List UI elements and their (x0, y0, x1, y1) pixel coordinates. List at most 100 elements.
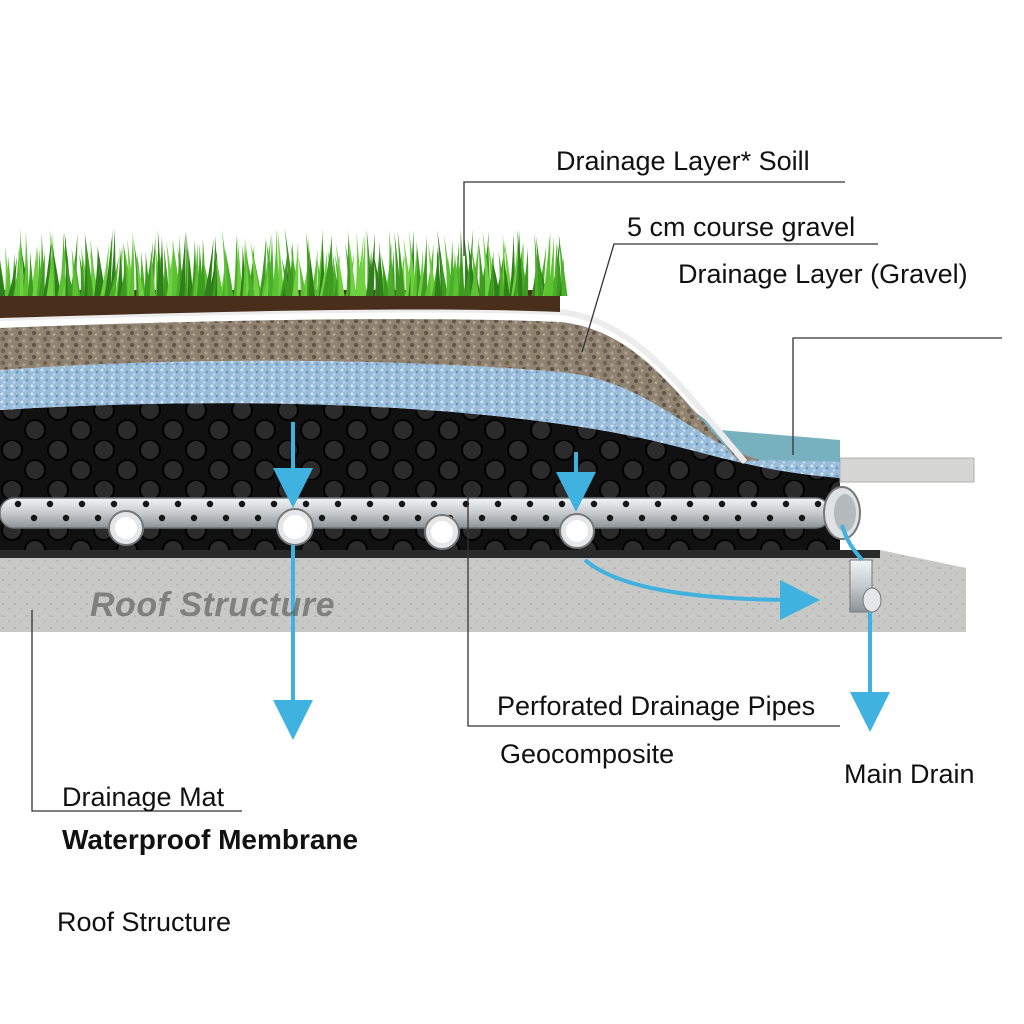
perforation-dot (142, 500, 150, 508)
grass-blade (166, 240, 175, 296)
grass-blade (244, 249, 255, 296)
perforation-dot (366, 500, 374, 508)
perforation-dot (542, 514, 550, 522)
grass-blade (236, 237, 243, 296)
grass-blade (247, 244, 255, 296)
perforation-dot (238, 500, 246, 508)
grass-blade (498, 251, 506, 296)
grass-blade (448, 256, 456, 296)
grass-blade (5, 255, 12, 296)
grass-blade (310, 249, 318, 296)
perforation-dot (718, 500, 726, 508)
grass-blade (250, 241, 261, 296)
grass-blade (149, 249, 156, 296)
grass-blade (535, 235, 545, 296)
main-drain-pipe (823, 486, 882, 613)
grass-blade (417, 249, 424, 296)
grass-blade (14, 241, 21, 296)
perforation-dot (686, 500, 694, 508)
grass-blade (57, 234, 67, 296)
grass-blade (397, 230, 406, 296)
perforation-dot (318, 514, 326, 522)
perforation-dot (494, 500, 502, 508)
grass-vegetation (0, 228, 568, 296)
perforation-dot (222, 514, 230, 522)
label-drainage-soil: Drainage Layer* Soill (556, 146, 810, 176)
soil-layer (0, 290, 560, 318)
perforation-dot (398, 500, 406, 508)
perforation-dot (206, 500, 214, 508)
label-drainage-gravel: Drainage Layer (Gravel) (678, 259, 968, 289)
water-flow-arrows (273, 422, 890, 740)
grass-blade (224, 248, 234, 296)
perforation-dot (414, 514, 422, 522)
grass-blade (367, 232, 375, 296)
leader-lines (31, 181, 1002, 812)
perforation-dot (606, 514, 614, 522)
perforation-dot (158, 514, 166, 522)
grass-blade (94, 246, 101, 296)
grass-blade (288, 241, 295, 296)
grass-blade (109, 255, 119, 296)
grass-blade (453, 250, 460, 296)
grass-blade (23, 231, 30, 296)
perforation-dot (654, 500, 662, 508)
grass-blade (157, 236, 164, 296)
grass-blade (104, 236, 112, 296)
grass-blade (48, 246, 55, 296)
grass-blade (335, 242, 345, 296)
grass-blade (547, 235, 554, 296)
roof-edge-ledge (839, 457, 975, 483)
grass-blade (504, 239, 513, 296)
perforation-dot (558, 500, 566, 508)
perforation-dot (670, 514, 678, 522)
perforation-dot (270, 500, 278, 508)
grass-blade (359, 257, 368, 296)
perforation-dot (190, 514, 198, 522)
grass-blade (377, 248, 384, 296)
perforation-dot (526, 500, 534, 508)
perforation-dot (478, 514, 486, 522)
separation-fabric (0, 306, 748, 464)
grass-blade (292, 241, 299, 296)
perforation-dot (702, 514, 710, 522)
grass-blade (178, 230, 186, 296)
grass-blade (517, 229, 524, 296)
perforation-dot (814, 500, 822, 508)
label-waterproof-membrane: Waterproof Membrane (62, 824, 359, 855)
perforation-dot (350, 514, 358, 522)
grass-blade (403, 237, 412, 296)
grass-blade (38, 250, 45, 296)
perforation-dot (302, 500, 310, 508)
grass-blade (434, 245, 441, 296)
grass-blade (458, 229, 465, 296)
grass-blade (27, 251, 34, 296)
grass-blade (388, 229, 395, 296)
perforation-dot (766, 514, 774, 522)
grass-blade (252, 248, 262, 296)
perforation-dot (430, 500, 438, 508)
label-geocomposite: Geocomposite (500, 739, 675, 769)
grass-blade (381, 254, 390, 296)
grass-blade (478, 241, 486, 296)
perforation-dot (254, 514, 262, 522)
label-perforated-pipes: Perforated Drainage Pipes (497, 691, 816, 721)
perforation-dot (382, 514, 390, 522)
roof-structure-slab (0, 550, 966, 632)
grass-blade (163, 247, 170, 296)
grass-blade (487, 250, 494, 296)
grass-blade (491, 255, 501, 296)
perforation-dot (750, 500, 758, 508)
perforation-dot (174, 500, 182, 508)
blue-gravel-layer (0, 360, 840, 478)
grass-blade (52, 244, 61, 296)
grass-blade (348, 238, 357, 296)
gravel-layer (0, 319, 760, 462)
grass-blade (71, 247, 79, 296)
perforation-dot (78, 500, 86, 508)
grass-blade (328, 250, 335, 296)
grass-blade (308, 250, 315, 296)
perforation-dot (782, 500, 790, 508)
grass-blade (277, 229, 285, 296)
